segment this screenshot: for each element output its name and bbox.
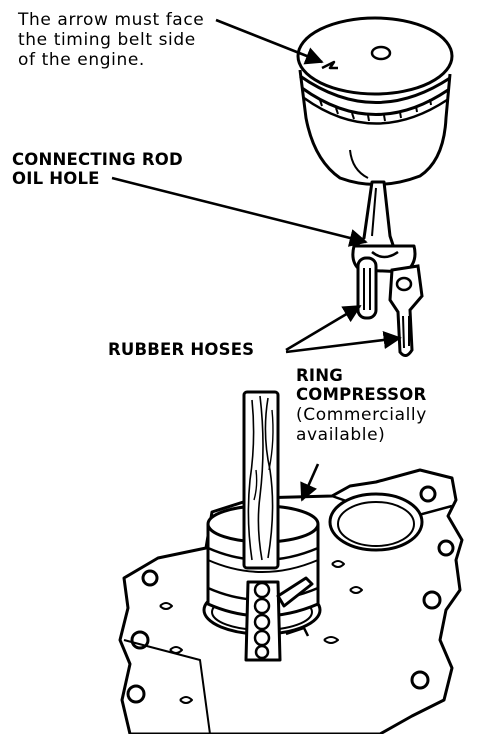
compressor-lever xyxy=(276,576,314,608)
label-connecting-rod-line-2: OIL HOLE xyxy=(12,169,100,189)
rubber-hose-left xyxy=(356,256,378,320)
leader-oil-hole xyxy=(111,176,368,247)
callout-lines xyxy=(111,18,402,502)
cylinder-bore-2 xyxy=(328,492,424,552)
label-arrow-note-line-3: of the engine. xyxy=(18,50,145,71)
label-ring-compressor-line-3: (Commercially xyxy=(296,404,427,425)
label-ring-compressor-line-2: COMPRESSOR xyxy=(296,385,427,405)
label-connecting-rod-oil-hole: CONNECTING ROD OIL HOLE xyxy=(12,150,183,189)
leader-rubber-hose-left xyxy=(285,304,362,352)
label-arrow-note: The arrow must face the timing belt side… xyxy=(18,10,204,70)
label-ring-compressor-line-1: RING xyxy=(296,366,343,385)
hammer-handle xyxy=(242,390,280,570)
piston-ring-groove-3 xyxy=(303,96,448,125)
label-rubber-hoses-text: RUBBER HOSES xyxy=(108,340,255,359)
label-ring-compressor: RING COMPRESSOR (Commercially available) xyxy=(296,366,427,445)
label-arrow-note-line-2: the timing belt side xyxy=(18,30,196,51)
piston-ring-groove-1 xyxy=(299,74,451,104)
leader-rubber-hose-right xyxy=(285,330,402,354)
leader-arrow-note xyxy=(215,18,324,65)
piston-arrow-mark xyxy=(321,60,338,70)
leader-ring-compressor xyxy=(300,463,320,502)
label-ring-compressor-line-4: available) xyxy=(296,424,386,445)
label-rubber-hoses: RUBBER HOSES xyxy=(108,340,254,359)
piston-crown-hole xyxy=(370,45,392,61)
piston xyxy=(296,16,454,186)
rubber-hose-right xyxy=(388,264,424,357)
label-arrow-note-line-1: The arrow must face xyxy=(18,10,205,30)
label-connecting-rod-line-1: CONNECTING ROD xyxy=(12,150,183,169)
